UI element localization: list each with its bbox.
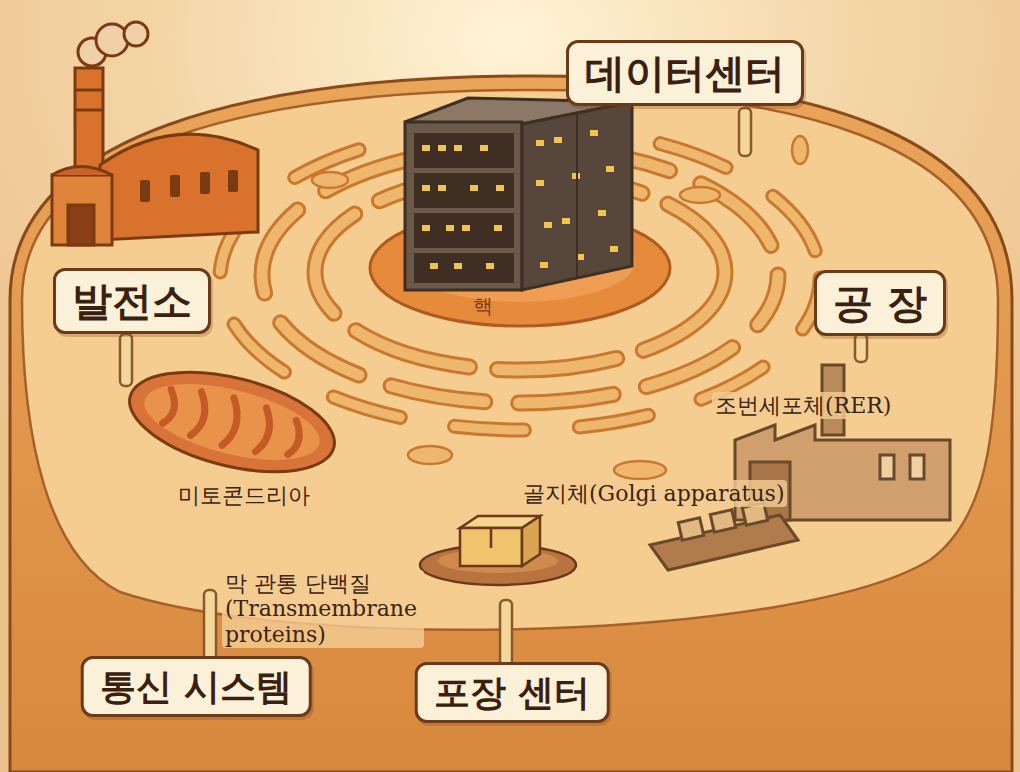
part-label: 조번세포체(RER) [712, 392, 894, 419]
sign-text: 포장 센터 [434, 671, 591, 714]
sign-board: 데이터센터 [566, 40, 804, 106]
part-label: 미토콘드리아 [175, 482, 313, 509]
sign-text: 발전소 [72, 277, 192, 325]
sign-text: 데이터센터 [585, 49, 785, 97]
sign-board: 발전소 [53, 268, 211, 334]
sign-board: 통신 시스템 [81, 656, 312, 717]
sign-text: 통신 시스템 [100, 665, 293, 708]
sign-text: 공 장 [833, 279, 927, 327]
part-label: 막 관통 단백질 (Transmembrane proteins) [222, 570, 424, 648]
part-label: 핵 [470, 294, 496, 319]
sign-board: 공 장 [814, 270, 946, 336]
sign-board: 포장 센터 [415, 662, 610, 723]
part-label: 골지체(Golgi apparatus) [520, 480, 787, 507]
